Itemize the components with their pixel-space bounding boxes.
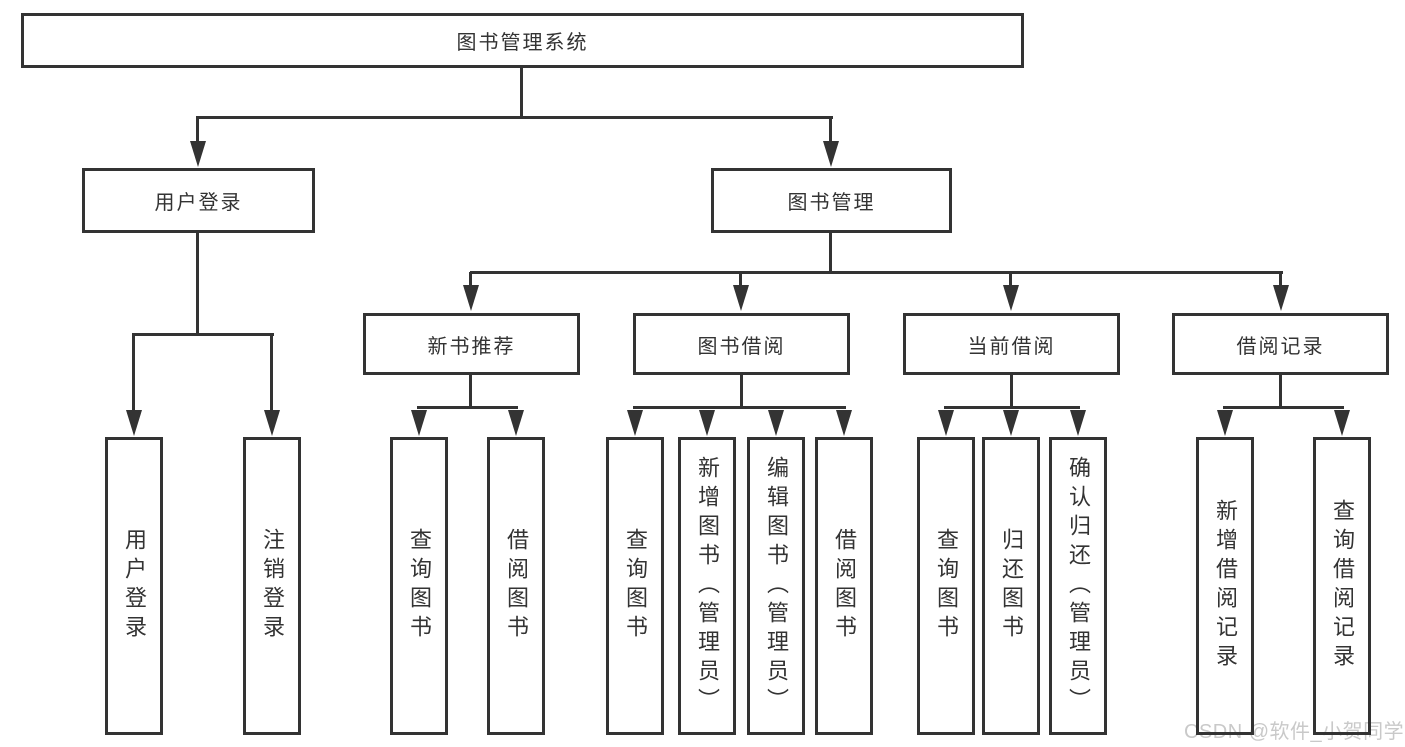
connector-recommend-horizontal [417, 406, 518, 409]
arrow-to-book-management [823, 141, 839, 167]
leaf-confirm-return-admin: 确认归还（管理员） [1049, 437, 1107, 735]
leaf-return-books: 归还图书 [982, 437, 1040, 735]
arrow-recommend-child-1 [411, 410, 427, 436]
node-current-borrow: 当前借阅 [903, 313, 1120, 375]
csdn-watermark: CSDN @软件_小贺同学 [1184, 721, 1405, 743]
connector-records-horizontal [1223, 406, 1344, 409]
connector-drop-current-borrow [1009, 272, 1012, 286]
connector-root-vertical [520, 68, 523, 119]
connector-recommend-vertical [469, 375, 472, 409]
arrow-borrow-child-3 [768, 410, 784, 436]
arrow-current-child-2 [1003, 410, 1019, 436]
node-borrow-records: 借阅记录 [1172, 313, 1389, 375]
connector-borrow-horizontal [633, 406, 846, 409]
node-new-book-recommend: 新书推荐 [363, 313, 580, 375]
connector-records-vertical [1279, 375, 1282, 409]
node-book-borrow: 图书借阅 [633, 313, 850, 375]
node-user-login: 用户登录 [82, 168, 315, 233]
arrow-to-borrow-records [1273, 285, 1289, 311]
connector-borrow-vertical [740, 375, 743, 409]
connector-bookmgmt-horizontal [470, 271, 1283, 274]
connector-drop-leaf-logout [270, 334, 273, 412]
leaf-logout: 注销登录 [243, 437, 301, 735]
arrow-current-child-3 [1070, 410, 1086, 436]
arrow-borrow-child-1 [627, 410, 643, 436]
arrow-to-user-login [190, 141, 206, 167]
arrow-records-child-1 [1217, 410, 1233, 436]
arrow-to-new-book-recommend [463, 285, 479, 311]
connector-current-horizontal [944, 406, 1080, 409]
connector-userlogin-vertical [196, 233, 199, 336]
connector-drop-user-login [196, 117, 199, 143]
connector-userlogin-horizontal [132, 333, 274, 336]
leaf-borrow-books: 借阅图书 [815, 437, 873, 735]
connector-drop-new-book [469, 272, 472, 286]
arrow-to-leaf-login [126, 410, 142, 436]
arrow-records-child-2 [1334, 410, 1350, 436]
leaf-query-books-recommend: 查询图书 [390, 437, 448, 735]
leaf-borrow-books-recommend: 借阅图书 [487, 437, 545, 735]
connector-drop-book-borrow [739, 272, 742, 286]
leaf-query-books-current: 查询图书 [917, 437, 975, 735]
arrow-borrow-child-4 [836, 410, 852, 436]
connector-drop-book-management [829, 117, 832, 143]
connector-bookmgmt-vertical [829, 233, 832, 274]
leaf-user-login: 用户登录 [105, 437, 163, 735]
leaf-add-books-admin: 新增图书（管理员） [678, 437, 736, 735]
arrow-current-child-1 [938, 410, 954, 436]
node-book-management: 图书管理 [711, 168, 952, 233]
connector-current-vertical [1010, 375, 1013, 409]
connector-drop-leaf-login [132, 334, 135, 412]
leaf-edit-books-admin: 编辑图书（管理员） [747, 437, 805, 735]
arrow-to-book-borrow [733, 285, 749, 311]
arrow-recommend-child-2 [508, 410, 524, 436]
connector-drop-borrow-records [1279, 272, 1282, 286]
node-root: 图书管理系统 [21, 13, 1024, 68]
connector-root-horizontal [196, 116, 833, 119]
leaf-add-borrow-record: 新增借阅记录 [1196, 437, 1254, 735]
arrow-to-leaf-logout [264, 410, 280, 436]
leaf-query-books-borrow: 查询图书 [606, 437, 664, 735]
arrow-to-current-borrow [1003, 285, 1019, 311]
leaf-query-borrow-record: 查询借阅记录 [1313, 437, 1371, 735]
arrow-borrow-child-2 [699, 410, 715, 436]
